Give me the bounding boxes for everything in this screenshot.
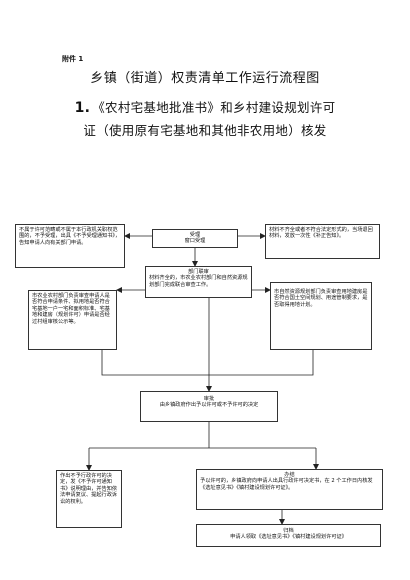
decision-text: 由乡镇政府作出予以许可或不予许可的决定 [159, 402, 259, 409]
main-title: 乡镇（街道）权责清单工作运行流程图 [90, 71, 320, 86]
handle-text: 予以许可的，乡镇政府向申请人出具行政许可决定书，在 2 个工作日内核发《选址意见… [200, 478, 373, 491]
accept-box: 受理 窗口受理 [152, 229, 238, 248]
agri-review-text: 市农业农村部门负责审查申请人是否符合申请条件、拟用地是否符合宅基地一户一宅和面积… [32, 293, 110, 325]
handle-box: 办结 予以许可的，乡镇政府向申请人出具行政许可决定书，在 2 个工作日内核发《选… [196, 469, 383, 510]
not-accept-text: 不属于许可范畴或不属于本行政机关职权范围的，不予受理，出具《不予受理通知书》，告… [19, 227, 121, 246]
resource-review-text: 市自然资源规划部门负责审查用地建房是否符合国土空间规划、用途管制要求，是否取得用… [274, 289, 368, 308]
deny-box: 作出不予行政许可的决定，发《不予许可通知书》说明理由，并告知依法申请复议、提起行… [56, 470, 122, 528]
line-agri-merge [101, 350, 209, 376]
item-title-line1: 1.《农村宅基地批准书》和乡村建设规划许可 [0, 97, 410, 116]
accept-title: 受理 [189, 232, 201, 238]
materials-incomplete-text: 材料不齐全或者不符合法定形式的，当场退回材料，发放一次性《补正告知》。 [269, 227, 373, 240]
archive-box: 归档 申请人领取《选址意见书》《镇村建设规划许可证》 [196, 524, 381, 547]
accept-text: 窗口受理 [184, 238, 206, 245]
joint-review-box: 部门联审 材料齐全的，市农业农村部门和自然资源规划部门完成联合审查工作。 [145, 266, 252, 298]
joint-review-title: 部门联审 [188, 269, 209, 275]
joint-review-text: 材料齐全的，市农业农村部门和自然资源规划部门完成联合审查工作。 [149, 275, 248, 288]
not-accept-box: 不属于许可范畴或不属于本行政机关职权范围的，不予受理，出具《不予受理通知书》，告… [15, 224, 125, 268]
item-title-text: 《农村宅基地批准书》和乡村建设规划许可 [92, 100, 336, 115]
line-resource-merge [209, 350, 314, 376]
resource-review-box: 市自然资源规划部门负责审查用地建房是否符合国土空间规划、用途管制要求，是否取得用… [270, 282, 372, 350]
handle-title: 办结 [284, 472, 295, 478]
deny-text: 作出不予行政许可的决定，发《不予许可通知书》说明理由，并告知依法申请复议、提起行… [60, 473, 118, 505]
item-number: 1. [74, 100, 91, 116]
decision-box: 审批 由乡镇政府作出予以许可或不予许可的决定 [140, 391, 278, 422]
archive-title: 归档 [283, 528, 294, 534]
agri-review-box: 市农业农村部门负责审查申请人是否符合申请条件、拟用地是否符合宅基地一户一宅和面积… [28, 290, 117, 350]
item-title-line2: 证（使用原有宅基地和其他非农用地）核发 [83, 123, 327, 138]
decision-title: 审批 [203, 396, 215, 402]
archive-text: 申请人领取《选址意见书》《镇村建设规划许可证》 [230, 534, 347, 541]
materials-incomplete-box: 材料不齐全或者不符合法定形式的，当场退回材料，发放一次性《补正告知》。 [265, 224, 380, 259]
attachment-label: 附件 1 [62, 55, 84, 63]
